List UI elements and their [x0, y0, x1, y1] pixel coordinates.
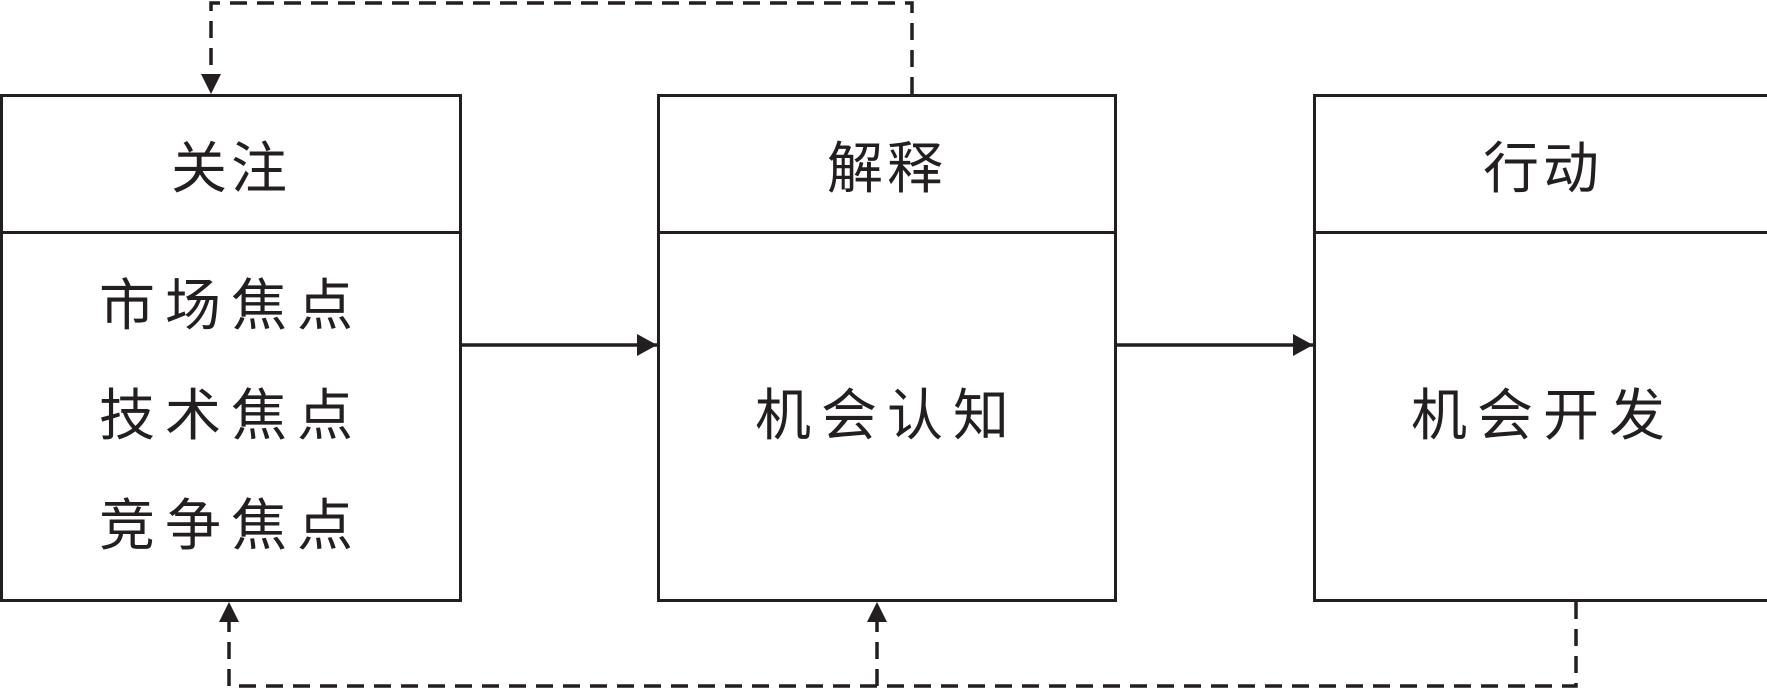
feedback-arrowhead-interpretation-bottom [867, 602, 887, 622]
stage-box-action: 行动 机会开发 [1313, 94, 1767, 602]
stage-box-interpretation: 解释 机会认知 [657, 94, 1117, 602]
feedback-interpretation-to-attention [209, 1, 914, 94]
arrowhead-action [1293, 334, 1313, 356]
feedback-action-to-attention [227, 602, 1578, 688]
stage-title-interpretation: 解释 [660, 97, 1114, 234]
arrowhead-interpretation [637, 334, 657, 356]
focus-item-market: 市场焦点 [99, 273, 363, 339]
stage-body-attention: 市场焦点 技术焦点 竞争焦点 [3, 234, 459, 599]
stage-title-action: 行动 [1316, 97, 1767, 234]
opportunity-recognition-item: 机会认知 [755, 383, 1019, 449]
focus-item-competition: 竞争焦点 [99, 493, 363, 559]
stage-title-attention: 关注 [3, 97, 459, 234]
stage-body-interpretation: 机会认知 [660, 234, 1114, 599]
stage-box-attention: 关注 市场焦点 技术焦点 竞争焦点 [0, 94, 462, 602]
feedback-arrowhead-attention-bottom [219, 602, 239, 622]
opportunity-development-item: 机会开发 [1411, 383, 1675, 449]
focus-item-technology: 技术焦点 [99, 383, 363, 449]
feedback-arrowhead-attention-top [201, 74, 221, 94]
stage-body-action: 机会开发 [1316, 234, 1767, 599]
